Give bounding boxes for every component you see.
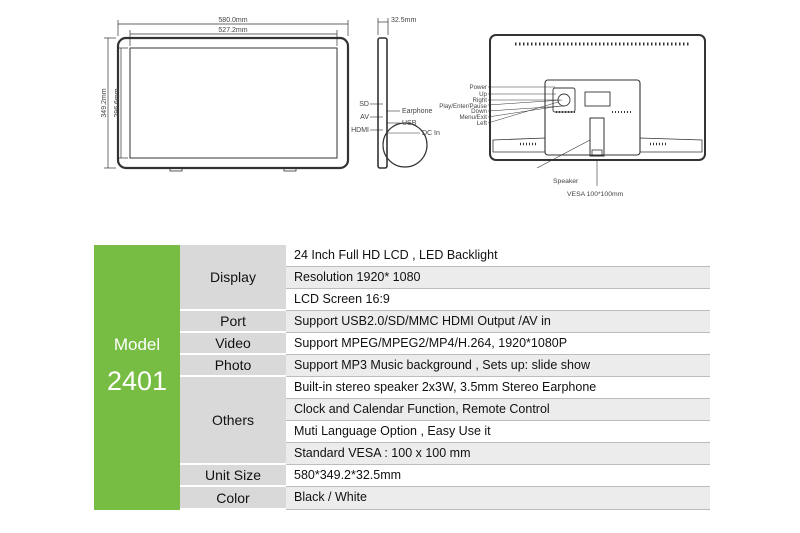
- side-depth: 32.5mm: [391, 17, 416, 24]
- back-vesa-label: VESA 100*100mm: [567, 191, 624, 198]
- back-speaker-label: Speaker: [553, 178, 579, 185]
- spec-line: Muti Language Option , Easy Use it: [286, 421, 710, 443]
- side-port-hdmi: HDMI: [351, 127, 369, 134]
- spec-category: Unit Size: [180, 465, 286, 487]
- spec-line: Resolution 1920* 1080: [286, 267, 710, 289]
- back-btn-up: Up: [479, 91, 487, 98]
- side-port-sd: SD: [359, 101, 369, 108]
- back-btn-play: Play/Enter/Pause: [439, 103, 487, 110]
- spec-row-color: Color Black / White: [180, 487, 710, 510]
- spec-line: Standard VESA : 100 x 100 mm: [286, 443, 710, 465]
- spec-line: Support USB2.0/SD/MMC HDMI Output /AV in: [286, 311, 710, 333]
- back-btn-power: Power: [469, 84, 487, 91]
- spec-row-others: Others Built-in stereo speaker 2x3W, 3.5…: [180, 377, 710, 465]
- spec-line: Support MPEG/MPEG2/MP4/H.264, 1920*1080P: [286, 333, 710, 355]
- spec-row-video: Video Support MPEG/MPEG2/MP4/H.264, 1920…: [180, 333, 710, 355]
- front-inner-height: 296.6mm: [114, 88, 121, 117]
- back-btn-menu: Menu/Exit: [459, 114, 487, 121]
- spec-category: Video: [180, 333, 286, 355]
- back-btn-down: Down: [471, 108, 487, 115]
- spec-table: Model 2401 Display 24 Inch Full HD LCD ,…: [94, 245, 710, 510]
- back-btn-left: Left: [477, 120, 488, 127]
- spec-line: 24 Inch Full HD LCD , LED Backlight: [286, 245, 710, 267]
- model-number: 2401: [106, 366, 168, 396]
- side-port-av: AV: [360, 114, 369, 121]
- spec-category: Color: [180, 487, 286, 510]
- front-inner-width: 527.2mm: [218, 27, 247, 34]
- spec-line: Support MP3 Music background , Sets up: …: [286, 355, 710, 377]
- spec-category: Port: [180, 311, 286, 333]
- spec-line: Clock and Calendar Function, Remote Cont…: [286, 399, 710, 421]
- front-view: [104, 20, 350, 172]
- back-btn-right: Right: [473, 97, 488, 104]
- model-label: Model: [113, 335, 161, 354]
- spec-category: Others: [180, 377, 286, 465]
- spec-row-unit-size: Unit Size 580*349.2*32.5mm: [180, 465, 710, 487]
- spec-row-port: Port Support USB2.0/SD/MMC HDMI Output /…: [180, 311, 710, 333]
- front-outer-width: 580.0mm: [218, 17, 247, 24]
- side-label-earphone: Earphone: [402, 108, 432, 115]
- spec-line: Built-in stereo speaker 2x3W, 3.5mm Ster…: [286, 377, 710, 399]
- side-view: [370, 18, 428, 169]
- spec-line: Black / White: [286, 487, 710, 510]
- spec-category: Photo: [180, 355, 286, 377]
- technical-drawing: 580.0mm 527.2mm 349.2mm 296.6mm 32.5mm S…: [101, 17, 706, 198]
- spec-row-display: Display 24 Inch Full HD LCD , LED Backli…: [180, 245, 710, 311]
- spec-line: 580*349.2*32.5mm: [286, 465, 710, 487]
- front-outer-height: 349.2mm: [101, 88, 108, 117]
- spec-line: LCD Screen 16:9: [286, 289, 710, 311]
- side-label-usb: USB: [402, 120, 417, 127]
- back-view: [487, 34, 706, 186]
- spec-row-photo: Photo Support MP3 Music background , Set…: [180, 355, 710, 377]
- spec-category: Display: [180, 245, 286, 311]
- model-cell: Model 2401: [94, 245, 180, 510]
- side-label-dcin: DC In: [422, 130, 440, 137]
